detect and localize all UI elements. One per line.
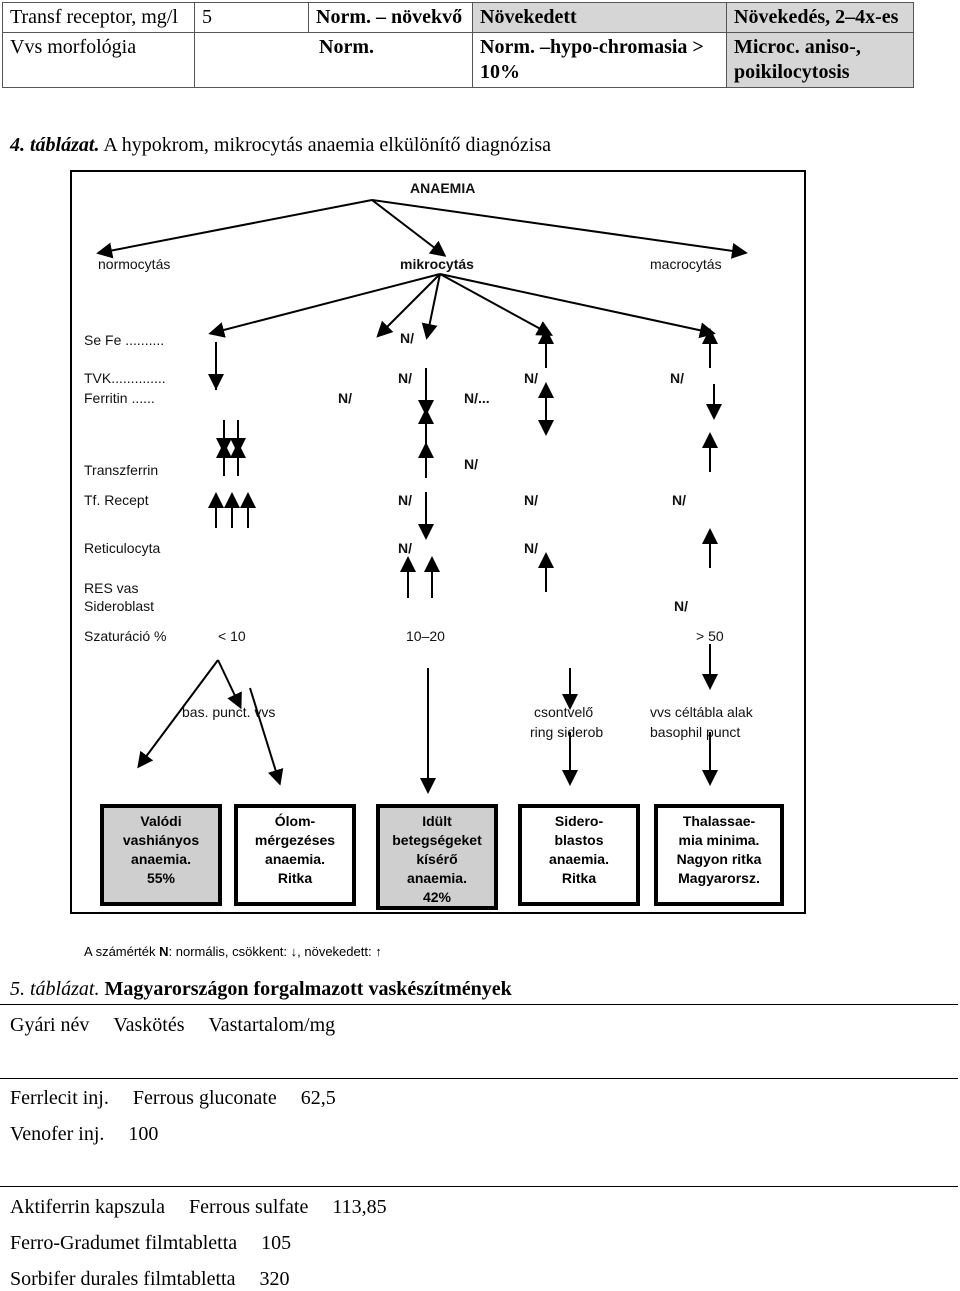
figure-note: vvs céltábla alak [650, 704, 753, 720]
n-mark: N/ [674, 598, 688, 614]
table-cell: Növekedés, 2–4x-es [726, 2, 914, 33]
table-4-caption: 4. táblázat. A hypokrom, mikrocytás anae… [10, 134, 551, 157]
table-4-fragment: Transf receptor, mg/l 5 Norm. – növekvő … [2, 2, 914, 88]
table-row: Ferro-Gradumet filmtabletta 105 [10, 1232, 315, 1255]
row-label: Transzferrin [84, 462, 159, 478]
n-mark: N/ [464, 456, 478, 472]
row-label: Se Fe .......... [84, 332, 165, 348]
caption-label: 4. táblázat. [10, 134, 100, 156]
table-cell: Sorbifer durales filmtabletta [10, 1268, 236, 1290]
branch-arrow [439, 273, 716, 339]
diagnosis-box: Idült betegségeket kísérő anaemia. 42% [376, 804, 498, 910]
caption-label: 5. táblázat. [10, 978, 100, 1000]
n-mark: N/ [524, 540, 538, 556]
diagnosis-box: Ólom- mérgezéses anaemia. Ritka [234, 804, 356, 906]
column-header: Vaskötés [113, 1014, 185, 1036]
column-header: Gyári név [10, 1014, 90, 1036]
figure-note: bas. punct. vvs [182, 704, 276, 720]
table-cell: 113,85 [332, 1196, 387, 1218]
branch-arrow [439, 273, 554, 336]
table-cell: Vvs morfológia [2, 32, 195, 88]
table-cell: 5 [194, 2, 309, 33]
row-label: Szaturáció % [84, 628, 167, 644]
figure-note: csontvelő [534, 704, 594, 720]
n-mark: N/ [672, 492, 686, 508]
figure-note: basophil punct [650, 724, 741, 740]
n-mark: N/ [670, 370, 684, 386]
n-mark: N/ [338, 390, 352, 406]
table-row: Venofer inj. 100 [10, 1123, 182, 1146]
branch-arrow [371, 199, 748, 259]
table-cell: 320 [259, 1268, 290, 1290]
table-row: Transf receptor, mg/l 5 Norm. – növekvő … [2, 2, 914, 33]
row-label: RES vas [84, 580, 139, 596]
branch-arrow [376, 273, 441, 338]
diagnosis-box: Sidero- blastos anaemia. Ritka [518, 804, 640, 906]
row-label: Tf. Recept [84, 492, 149, 508]
table-cell: Aktiferrin kapszula [10, 1196, 165, 1218]
n-mark: N/ [398, 492, 412, 508]
branch-label: normocytás [98, 256, 171, 272]
table-5-caption: 5. táblázat. Magyarországon forgalmazott… [10, 978, 512, 1001]
n-mark: N/ [398, 370, 412, 386]
n-mark: N/ [398, 540, 412, 556]
branch-arrow [96, 199, 373, 259]
down-arrow-icon: ↓ [290, 944, 298, 959]
table-header-row: Gyári név Vaskötés Vastartalom/mg [10, 1014, 359, 1037]
table-row: Aktiferrin kapszula Ferrous sulfate 113,85 [10, 1196, 411, 1219]
saturation-value: < 10 [218, 628, 246, 644]
table-cell: Növekedett [472, 2, 727, 33]
anaemia-diagnosis-figure: ANAEMIA normocytás mikrocytás macrocytás… [70, 170, 806, 914]
up-arrow-icon: ↑ [375, 944, 382, 959]
table-cell: Norm. – növekvő [308, 2, 473, 33]
diagnosis-box: Thalassae- mia minima. Nagyon ritka Magy… [654, 804, 784, 906]
row-label: TVK.............. [84, 370, 166, 386]
branch-arrow [421, 273, 441, 340]
figure-title: ANAEMIA [410, 180, 476, 196]
table-cell: 62,5 [300, 1087, 336, 1109]
table-cell: Venofer inj. [10, 1123, 105, 1145]
n-mark: N/... [464, 390, 490, 406]
table-row: Ferrlecit inj. Ferrous gluconate 62,5 [10, 1087, 360, 1110]
n-mark: N/ [524, 492, 538, 508]
figure-legend: A számérték N: normális, csökkent: ↓, nö… [84, 944, 382, 959]
diagnosis-box: Valódi vashiányos anaemia. 55% [100, 804, 222, 906]
legend-text: : normális, csökkent: [168, 944, 291, 959]
branch-label: macrocytás [650, 256, 722, 272]
branch-arrow [208, 273, 441, 338]
table-cell: Ferrlecit inj. [10, 1087, 109, 1109]
branch-arrow [371, 199, 447, 257]
caption-text: A hypokrom, mikrocytás anaemia elkülönít… [99, 134, 552, 156]
legend-n: N [159, 944, 169, 959]
saturation-value: 10–20 [406, 628, 445, 644]
table-cell: Ferrous gluconate [132, 1087, 277, 1109]
legend-text: , növekedett: [297, 944, 376, 959]
row-label: Sideroblast [84, 598, 155, 614]
table-cell: 105 [261, 1232, 292, 1254]
table-cell: Ferrous sulfate [188, 1196, 309, 1218]
figure-arrows [96, 199, 748, 794]
table-cell: Transf receptor, mg/l [2, 2, 195, 33]
table-cell: 100 [128, 1123, 159, 1145]
figure-note: ring siderob [530, 724, 604, 740]
branch-label: mikrocytás [400, 256, 474, 272]
n-mark: N/ [524, 370, 538, 386]
table-cell: Ferro-Gradumet filmtabletta [10, 1232, 238, 1254]
legend-text: A számérték [84, 944, 160, 959]
table-rule [0, 1004, 958, 1005]
n-mark: N/ [400, 330, 414, 346]
saturation-value: > 50 [696, 628, 724, 644]
table-rule [0, 1078, 958, 1079]
caption-text: Magyarországon forgalmazott vaskészítmén… [99, 978, 512, 1000]
table-cell: Norm. [194, 32, 473, 88]
column-header: Vastartalom/mg [208, 1014, 336, 1036]
table-cell: Norm. –hypo-chromasia > 10% [472, 32, 727, 88]
table-rule [0, 1186, 958, 1187]
table-cell: Microc. aniso-, poikilocytosis [726, 32, 914, 88]
row-label: Reticulocyta [84, 540, 161, 556]
table-row: Sorbifer durales filmtabletta 320 [10, 1268, 313, 1291]
table-row: Vvs morfológia Norm. Norm. –hypo-chromas… [2, 32, 914, 88]
row-label: Ferritin ...... [84, 390, 155, 406]
